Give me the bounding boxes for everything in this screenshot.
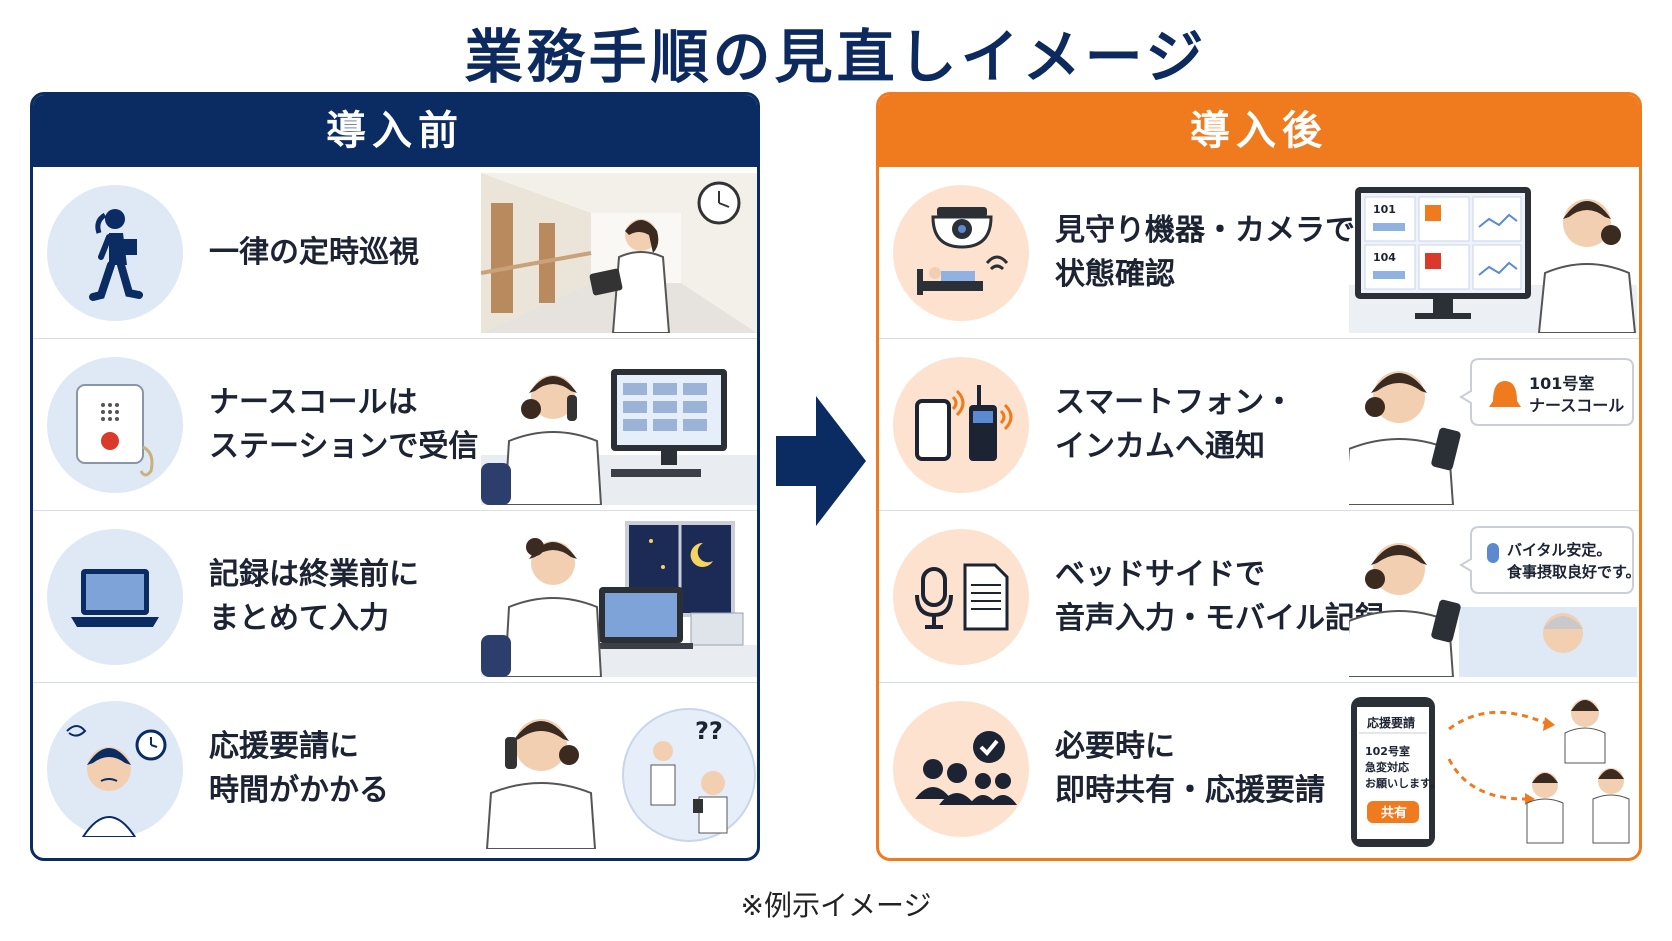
- after-header: 導入後: [879, 95, 1639, 167]
- after-row-voice-line1: ベッドサイドで: [1055, 557, 1265, 592]
- smartphone-radio-icon: [893, 357, 1029, 493]
- before-row-record: 記録は終業前に まとめて入力: [33, 511, 757, 683]
- nurse-call-button-icon: [47, 357, 183, 493]
- question-marks: ??: [695, 717, 723, 745]
- walking-nurse-icon: [47, 185, 183, 321]
- microphone-document-icon: [893, 529, 1029, 665]
- before-row-patrol-line1: 一律の定時巡視: [209, 235, 419, 270]
- after-row-voice-line2: 音声入力・モバイル記録: [1055, 601, 1385, 636]
- before-panel: 導入前 一律の定時巡視: [30, 92, 760, 861]
- voice-bubble-line1: バイタル安定。: [1507, 541, 1611, 559]
- after-row-share-line1: 必要時に: [1055, 729, 1175, 764]
- before-row-nurse-call-line1: ナースコールは: [209, 385, 418, 420]
- after-panel: 導入後 見守り機器・カメラで 状態確認: [876, 92, 1642, 861]
- phone-screen-line3: お願いします。: [1365, 777, 1441, 790]
- call-bubble-line2: ナースコール: [1529, 396, 1624, 415]
- share-phone-illustration: 応援要請 102号室 急変対応 お願いします。 共有: [1349, 689, 1637, 849]
- after-row-voice: ベッドサイドで 音声入力・モバイル記録 バイタル安定。 食事摂取良好です。: [879, 511, 1639, 683]
- after-row-notify: スマートフォン・ インカムへ通知 101号室 ナースコール: [879, 339, 1639, 511]
- laptop-icon: [47, 529, 183, 665]
- before-row-nurse-call: ナースコールは ステーションで受信: [33, 339, 757, 511]
- bedside-illustration: バイタル安定。 食事摂取良好です。: [1343, 517, 1639, 678]
- after-row-share: 必要時に 即時共有・応援要請 応援要請 102号室 急変対応 お願いします。 共…: [879, 683, 1639, 855]
- arrow-right-icon: [776, 396, 866, 526]
- moon-icon: [690, 542, 713, 567]
- station-phone-illustration: [481, 345, 757, 506]
- before-header: 導入前: [33, 95, 757, 167]
- before-row-record-line2: まとめて入力: [209, 601, 389, 636]
- microphone-icon: [1487, 543, 1499, 563]
- share-button[interactable]: [1367, 801, 1419, 823]
- before-row-support-line1: 応援要請に: [209, 729, 359, 764]
- after-row-camera-line2: 状態確認: [1055, 257, 1175, 292]
- phone-screen-header: 応援要請: [1367, 715, 1415, 730]
- page-title: 業務手順の見直しイメージ: [464, 23, 1208, 91]
- monitor-room-101: 101: [1373, 203, 1396, 216]
- group-check-icon: [893, 701, 1029, 837]
- before-row-nurse-call-line2: ステーションで受信: [209, 429, 479, 464]
- footnote: ※例示イメージ: [740, 889, 932, 922]
- after-row-share-line2: 即時共有・応援要請: [1055, 773, 1325, 808]
- call-bubble-line1: 101号室: [1529, 374, 1594, 393]
- phone-worried-illustration: ??: [481, 689, 757, 850]
- before-row-support-line2: 時間がかかる: [209, 773, 389, 808]
- before-row-support: 応援要請に 時間がかかる ??: [33, 683, 757, 855]
- night-record-illustration: [481, 517, 757, 678]
- after-row-notify-line2: インカムへ通知: [1055, 429, 1265, 464]
- phone-screen-line1: 102号室: [1365, 744, 1410, 758]
- bell-icon: [1489, 381, 1521, 407]
- nurse-phone-illustration: 101号室 ナースコール: [1343, 345, 1637, 506]
- after-row-camera-line1: 見守り機器・カメラで: [1055, 213, 1355, 248]
- share-button-label: 共有: [1381, 805, 1407, 821]
- camera-bed-icon: [893, 185, 1029, 321]
- before-row-record-line1: 記録は終業前に: [209, 557, 419, 592]
- monitor-room-104: 104: [1373, 251, 1396, 264]
- before-row-patrol: 一律の定時巡視: [33, 167, 757, 339]
- voice-bubble-line2: 食事摂取良好です。: [1507, 563, 1637, 581]
- phone-screen-line2: 急変対応: [1365, 760, 1409, 774]
- after-row-camera: 見守り機器・カメラで 状態確認 101: [879, 167, 1639, 339]
- worried-nurse-icon: [47, 701, 183, 837]
- after-row-notify-line1: スマートフォン・: [1055, 385, 1295, 420]
- hallway-illustration: [480, 173, 757, 334]
- monitor-illustration: 101 104: [1349, 173, 1637, 334]
